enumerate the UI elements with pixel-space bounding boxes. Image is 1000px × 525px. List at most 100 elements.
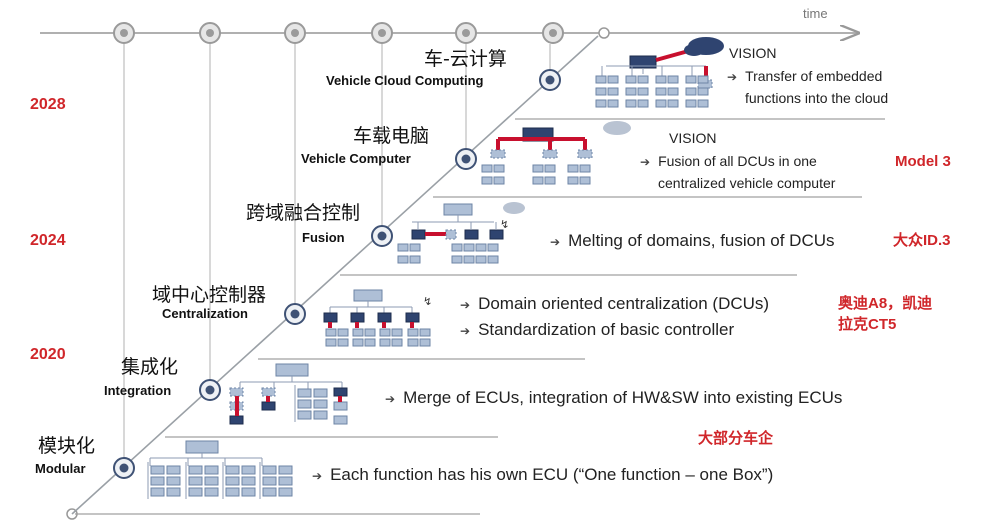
controller-box-dark <box>350 312 365 323</box>
ecu-box <box>419 338 431 347</box>
ecu-box <box>353 289 383 302</box>
ecu-box <box>544 176 556 185</box>
ecu-box <box>297 399 312 409</box>
stage-centralization-cn: 域中心控制器 <box>152 284 267 306</box>
ecu-box <box>397 243 409 252</box>
stage-vehicle-computer-desc: ➔Fusion of all DCUs in one centralized v… <box>640 151 835 194</box>
stage-cloud-desc-2: functions into the cloud <box>745 90 889 106</box>
ecu-box <box>409 243 421 252</box>
ecu-box <box>463 255 475 264</box>
ecu-box <box>542 149 558 159</box>
desc-line: functions into the cloud <box>727 88 888 109</box>
ecu-box <box>337 338 349 347</box>
note-audi-line-1: 奥迪A8，凯迪 <box>838 295 933 312</box>
ecu-box <box>241 487 256 497</box>
cloud-icon <box>503 202 525 214</box>
ecu-box <box>579 176 591 185</box>
ecu-box <box>655 87 667 96</box>
ecu-box <box>637 87 649 96</box>
ecu-box <box>475 243 487 252</box>
ecu-box <box>241 476 256 486</box>
ecu-box <box>391 338 403 347</box>
note-most-oems: 大部分车企 <box>698 430 774 447</box>
ecu-box <box>188 465 203 475</box>
ecu-box <box>333 401 348 411</box>
ecu-box <box>379 338 391 347</box>
stage-modular-en: Modular <box>35 461 86 476</box>
ecu-box <box>225 465 240 475</box>
ecu-box <box>487 243 499 252</box>
stage-vehicle-computer-desc-2: centralized vehicle computer <box>658 175 836 191</box>
controller-box-dark <box>464 229 479 240</box>
ecu-box <box>607 99 619 108</box>
desc-line: ➔ Transfer of embedded <box>727 66 888 88</box>
stage-cloud-cn: 车-云计算 <box>424 48 507 70</box>
ecu-box <box>685 75 697 84</box>
ecu-box <box>297 388 312 398</box>
ecu-box <box>493 164 505 173</box>
ecu-box <box>475 255 487 264</box>
cloud-icon <box>603 121 631 135</box>
ecu-box <box>261 387 276 397</box>
arrow-icon: ➔ <box>640 155 651 169</box>
time-marker-inner <box>120 29 128 37</box>
ecu-box <box>150 487 165 497</box>
stage-centralization-desc-1-text: Domain oriented centralization (DCUs) <box>478 294 770 313</box>
controller-box-dark <box>411 229 426 240</box>
ecu-box <box>313 388 328 398</box>
ecu-box <box>166 465 181 475</box>
time-axis-label: time <box>803 6 828 21</box>
stage-fusion-cn: 跨域融合控制 <box>246 202 361 224</box>
ecu-box <box>325 338 337 347</box>
ecu-box <box>481 164 493 173</box>
stage-vehicle-computer-en: Vehicle Computer <box>301 151 411 166</box>
stage-fusion-en: Fusion <box>302 230 345 245</box>
stage-marker-dot <box>377 231 387 241</box>
ecu-box <box>313 410 328 420</box>
ecu-box <box>579 164 591 173</box>
ecu-box <box>451 255 463 264</box>
ecu-box <box>229 387 244 397</box>
ecu-box <box>607 75 619 84</box>
stage-fusion-desc: ➔Melting of domains, fusion of DCUs <box>550 231 835 251</box>
arrow-icon: ➔ <box>460 298 471 312</box>
stage-marker-dot <box>119 463 129 473</box>
arrow-icon: ➔ <box>460 324 471 338</box>
ecu-box <box>493 176 505 185</box>
ecu-box <box>667 99 679 108</box>
wireless-icon: ↯ <box>500 218 509 231</box>
ecu-box <box>567 176 579 185</box>
ecu-box <box>595 87 607 96</box>
time-marker-inner <box>378 29 386 37</box>
ecu-box <box>325 328 337 337</box>
time-marker-inner <box>549 29 557 37</box>
ecu-box <box>379 328 391 337</box>
ecu-box <box>637 75 649 84</box>
stage-modular-desc-text: Each function has his own ECU (“One func… <box>330 465 774 484</box>
ecu-box <box>481 176 493 185</box>
ecu-box <box>595 99 607 108</box>
ecu-box <box>490 149 506 159</box>
ecu-box <box>278 487 293 497</box>
ecu-box <box>225 487 240 497</box>
cloud-icon <box>684 44 704 56</box>
ecu-box <box>275 363 309 377</box>
time-endpoint <box>598 27 610 39</box>
arrow-icon: ➔ <box>727 70 738 84</box>
stage-marker-dot <box>461 154 471 164</box>
arrow-icon: ➔ <box>312 469 323 483</box>
stage-vehicle-computer-cn: 车载电脑 <box>353 125 430 147</box>
stage-cloud-desc-1: Transfer of embedded <box>745 68 883 84</box>
ecu-box <box>204 465 219 475</box>
ecu-box <box>166 476 181 486</box>
desc-line: ➔Fusion of all DCUs in one <box>640 151 835 173</box>
ecu-box <box>655 75 667 84</box>
ecu-box <box>297 410 312 420</box>
controller-box-dark <box>261 401 276 411</box>
controller-box-dark <box>489 229 504 240</box>
time-marker-inner <box>206 29 214 37</box>
arrow-icon: ➔ <box>385 392 396 406</box>
note-audi-line-2: 拉克CT5 <box>838 316 897 333</box>
stage-integration-desc: ➔Merge of ECUs, integration of HW&SW int… <box>385 388 842 408</box>
stage-centralization-desc-2: ➔Standardization of basic controller <box>460 320 734 340</box>
